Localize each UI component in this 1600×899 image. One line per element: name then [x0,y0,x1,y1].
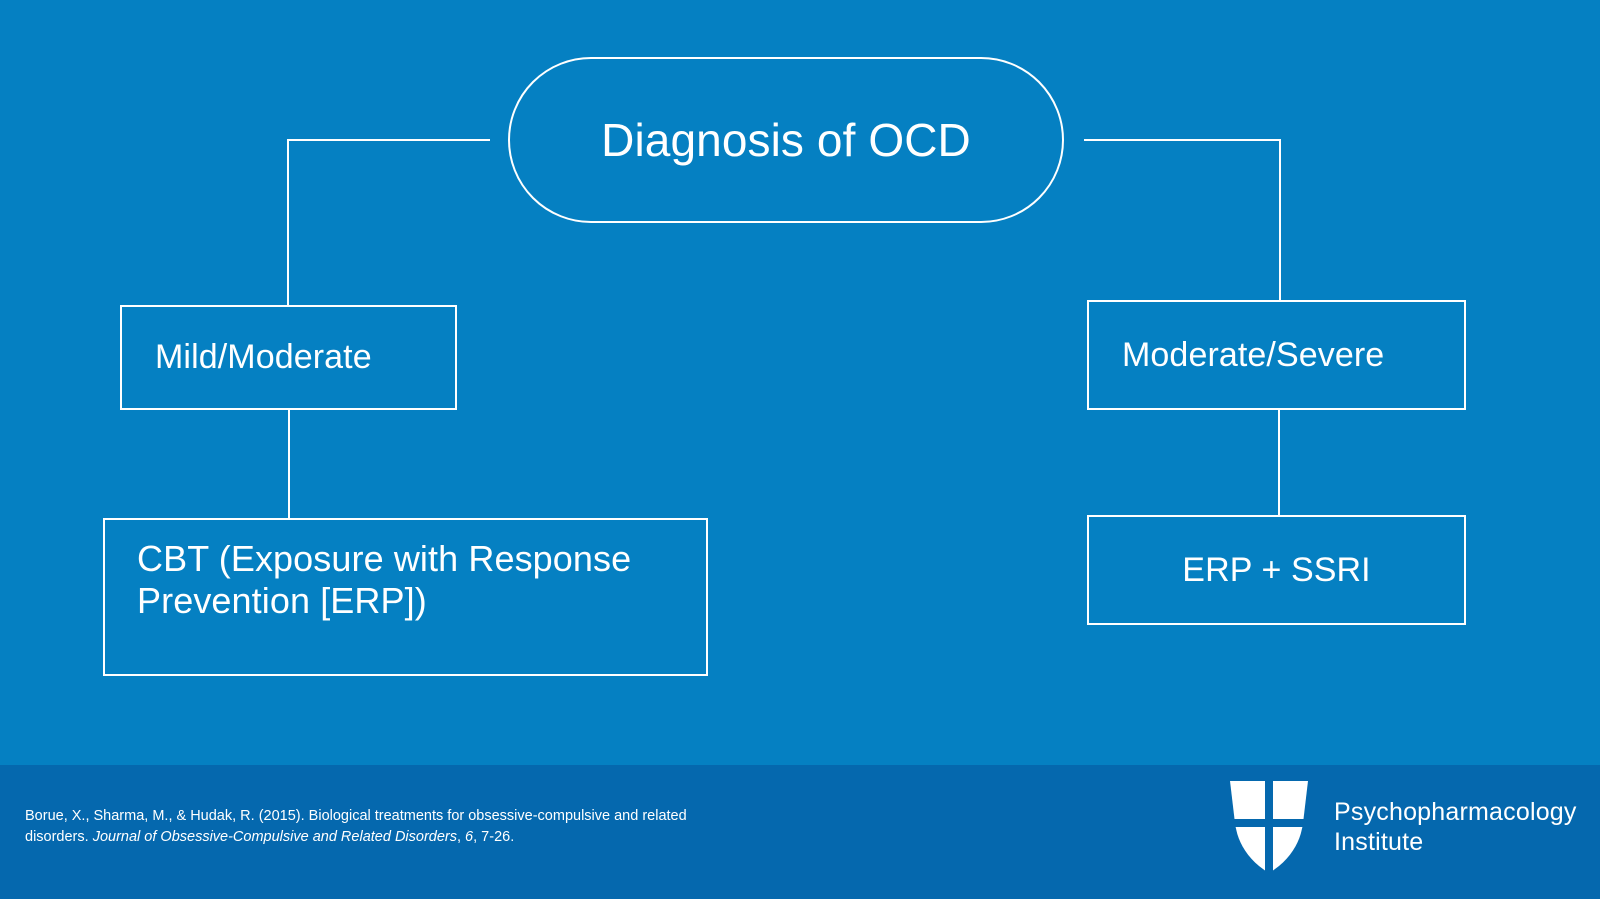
connector-root-to-right-vertical [1279,139,1281,302]
connector-root-to-left-vertical [287,139,289,306]
shield-quadrant-logo-icon [1226,775,1312,879]
citation-part-2: , [456,828,466,845]
connector-root-to-left-horizontal [287,139,490,141]
brand-line-2: Institute [1334,828,1424,856]
connector-mild-to-cbt [288,410,290,518]
footer-band: Borue, X., Sharma, M., & Hudak, R. (2015… [0,765,1600,899]
node-diagnosis-of-ocd: Diagnosis of OCD [508,57,1064,223]
citation-part-3: , 7-26. [473,828,515,845]
flowchart-diagram: Diagnosis of OCD Mild/Moderate CBT (Expo… [103,57,1466,676]
brand-line-1: Psychopharmacology [1334,797,1577,826]
citation-part-1: Borue, X., Sharma, M., & Hudak, R. (2015… [25,808,687,845]
citation-text: Borue, X., Sharma, M., & Hudak, R. (2015… [25,806,725,847]
citation-volume: 6 [465,828,474,845]
node-cbt-erp: CBT (Exposure with Response Prevention [… [103,518,708,676]
connector-severe-to-erp [1278,410,1280,516]
connector-root-to-right-horizontal [1084,139,1281,141]
node-moderate-severe: Moderate/Severe [1087,300,1466,410]
citation-journal-name: Journal of Obsessive-Compulsive and Rela… [92,828,457,845]
node-mild-moderate: Mild/Moderate [120,305,457,410]
node-erp-plus-ssri: ERP + SSRI [1087,515,1466,625]
